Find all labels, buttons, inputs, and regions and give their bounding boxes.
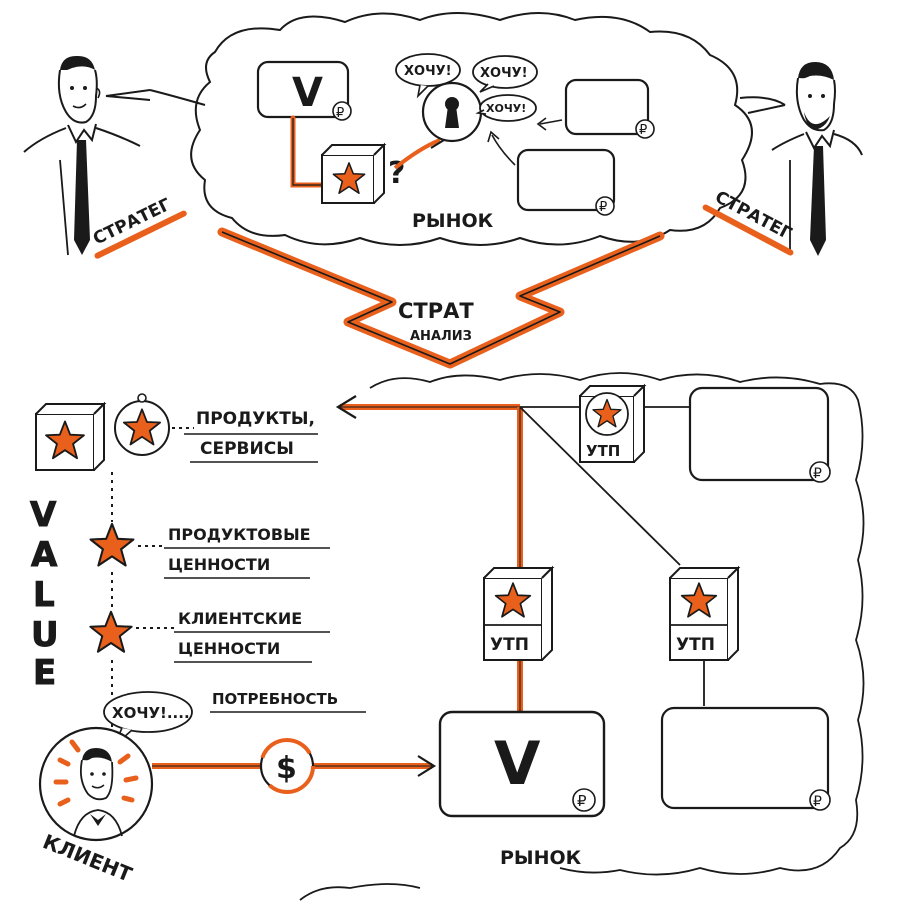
svg-text:ХОЧУ!....: ХОЧУ!.... — [112, 704, 190, 722]
market-product-letter: V — [494, 729, 541, 799]
value-word: V A L U E — [30, 495, 60, 694]
want-bubble-1: ХОЧУ! — [395, 53, 461, 99]
products-arrow — [335, 395, 523, 712]
top-product-v: V ₽ — [256, 60, 352, 121]
client-values-star — [89, 610, 133, 653]
svg-text:₽: ₽ — [813, 466, 822, 482]
svg-text:ХОЧУ!: ХОЧУ! — [404, 64, 452, 79]
svg-text:ХОЧУ!: ХОЧУ! — [486, 102, 526, 115]
client-values-label-2: ЦЕННОСТИ — [178, 639, 280, 658]
keyhole-icon — [421, 81, 483, 143]
usp-cube-1: УТП — [579, 383, 647, 463]
market-box-lower-right: ₽ — [660, 706, 831, 811]
client-values-label-1: КЛИЕНТСКИЕ — [178, 609, 302, 628]
question-arrow — [393, 138, 441, 170]
product-cube-icon — [35, 401, 107, 471]
svg-text:ХОЧУ!: ХОЧУ! — [480, 66, 528, 81]
svg-text:A: A — [31, 535, 58, 575]
top-product-letter: V — [292, 70, 323, 116]
top-connector — [290, 115, 325, 188]
top-product-currency: ₽ — [336, 106, 344, 121]
payment-arrow: $ — [152, 738, 437, 794]
top-box-right-upper: ₽ — [564, 78, 655, 139]
thought-cloud-top — [105, 12, 786, 246]
bottom-market-outline — [369, 372, 865, 876]
strategist-right — [771, 62, 863, 256]
need-label: ПОТРЕБНОСТЬ — [212, 690, 338, 708]
svg-text:E: E — [33, 653, 56, 693]
usp-label-3: УТП — [676, 635, 715, 655]
top-star-cube — [321, 142, 387, 204]
want-bubble-3: ХОЧУ! — [475, 94, 537, 122]
usp-label-1: УТП — [586, 442, 620, 460]
strategist-left — [23, 55, 141, 256]
market-box-upper-right: ₽ — [688, 386, 831, 483]
strategic-analysis-arrow: СТРАТ АНАЛИЗ — [217, 227, 665, 369]
usp-cube-3: УТП — [669, 565, 741, 661]
product-values-label-1: ПРОДУКТОВЫЕ — [168, 525, 311, 544]
service-circle-icon — [114, 393, 170, 456]
client-avatar — [38, 726, 154, 842]
dollar-sign: $ — [276, 751, 297, 786]
product-values-star — [89, 522, 135, 567]
products-label-1: ПРОДУКТЫ, — [196, 409, 315, 429]
arrow-label-line2: АНАЛИЗ — [410, 329, 472, 344]
want-bubble-2: ХОЧУ! — [472, 55, 538, 93]
products-label-2: СЕРВИСЫ — [200, 439, 294, 459]
market-product-v: V ₽ — [438, 710, 606, 818]
top-box-right-lower: ₽ — [516, 148, 616, 216]
usp-label-2: УТП — [490, 635, 529, 655]
svg-text:V: V — [30, 495, 57, 535]
svg-text:₽: ₽ — [813, 794, 822, 810]
product-values-label-2: ЦЕННОСТИ — [168, 555, 270, 574]
svg-text:L: L — [33, 575, 55, 615]
usp-cube-2: УТП — [483, 565, 555, 661]
svg-text:₽: ₽ — [639, 123, 647, 138]
svg-text:₽: ₽ — [577, 792, 587, 810]
svg-text:U: U — [31, 615, 59, 655]
bottom-market-label: РЫНОК — [500, 847, 582, 869]
top-market-label: РЫНОК — [412, 210, 494, 232]
arrow-label-line1: СТРАТ — [398, 299, 474, 323]
svg-text:₽: ₽ — [599, 200, 607, 215]
